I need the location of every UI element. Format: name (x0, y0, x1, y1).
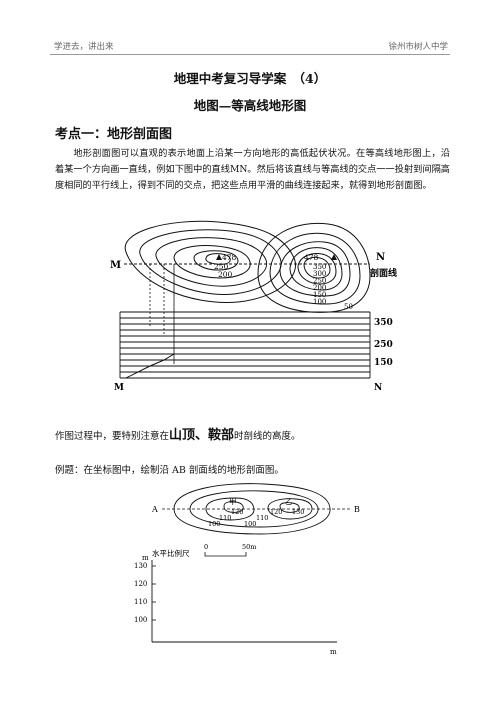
axis-unit-x: m (330, 648, 337, 656)
contour-label: 100 (244, 520, 256, 528)
profile-curve (125, 353, 175, 379)
intro-paragraph: 地形剖面图可以直观的表示地面上沿某一方向地形的高低起伏状况。在等高线地形图上，沿… (55, 148, 450, 191)
scale-label: 水平比例尺 (152, 548, 190, 558)
right-contour-label: 200 (313, 284, 326, 292)
profile-axis-label: 350 (374, 318, 393, 328)
scale-value: 50m (242, 543, 256, 551)
right-peak-label: 478 (304, 253, 319, 262)
profile-axis-label: 150 (374, 358, 393, 368)
left-contour-label: 200 (218, 270, 233, 279)
label-m: M (110, 260, 121, 271)
example-figure: A B 甲 乙 120 110 100 120 110 100 130 水平比例… (134, 483, 360, 656)
right-contour-label: 250 (313, 277, 326, 285)
document-subtitle: 地图—等高线地形图 (193, 98, 307, 113)
y-tick-label: 110 (134, 598, 147, 606)
right-peak-mark (331, 254, 337, 260)
label-n: N (376, 252, 385, 263)
profile-axis-label: 250 (374, 340, 393, 350)
left-peak-label: 478 (222, 253, 237, 262)
right-contour-label: 150 (313, 291, 326, 299)
profile-grid (119, 311, 371, 379)
left-peak-mark (216, 254, 222, 260)
contour-label: 120 (231, 508, 243, 516)
right-contour-label: 350 (313, 263, 326, 271)
note-text-after: 时剖线的高度。 (234, 431, 301, 442)
header-left: 学进去，讲出来 (54, 42, 114, 52)
example-prompt: 例题：在坐标图中，绘制沿 AB 剖面线的地形剖面图。 (55, 465, 284, 476)
y-tick-label: 100 (134, 616, 147, 624)
contour-label: 130 (292, 508, 304, 516)
contour-label: 110 (256, 514, 268, 522)
section-heading: 考点一：地形剖面图 (55, 127, 173, 142)
scale-bar (204, 552, 247, 557)
note-line: 作图过程中，要特别注意在山顶、鞍部时剖线的高度。 (55, 424, 301, 443)
profile-label-m: M (114, 383, 124, 393)
label-a: A (151, 505, 158, 514)
y-tick-label: 130 (134, 562, 147, 570)
contour-label: 110 (219, 514, 231, 522)
label-b: B (354, 505, 360, 514)
right-hill-contours (257, 222, 371, 313)
right-contour-label: 100 (313, 298, 326, 306)
note-text-before: 作图过程中，要特别注意在 (55, 431, 170, 442)
profile-line-label: 剖面线 (370, 267, 397, 279)
contour-label: 100 (208, 520, 220, 528)
right-contour-label: 50 (344, 303, 353, 311)
peak-jia: 甲 (229, 497, 237, 506)
left-hill-contours (124, 220, 296, 303)
document-title: 地理中考复习导学案 （4） (173, 71, 327, 86)
note-emphasis: 山顶、鞍部 (169, 428, 235, 443)
profile-label-n: N (374, 383, 382, 393)
header-right: 徐州市树人中学 (388, 42, 448, 52)
right-contour-label: 300 (313, 270, 326, 278)
contour-profile-figure: M N 剖面线 478 478 250 200 350 300 250 200 … (110, 220, 397, 393)
page-header: 学进去，讲出来 徐州市树人中学 (50, 38, 450, 55)
contour-label: 120 (270, 508, 282, 516)
scale-zero: 0 (204, 543, 208, 551)
left-contour-label: 250 (214, 262, 229, 271)
y-tick-label: 120 (134, 580, 147, 588)
axis-unit-y: m (142, 554, 149, 562)
peak-yi: 乙 (285, 497, 293, 506)
